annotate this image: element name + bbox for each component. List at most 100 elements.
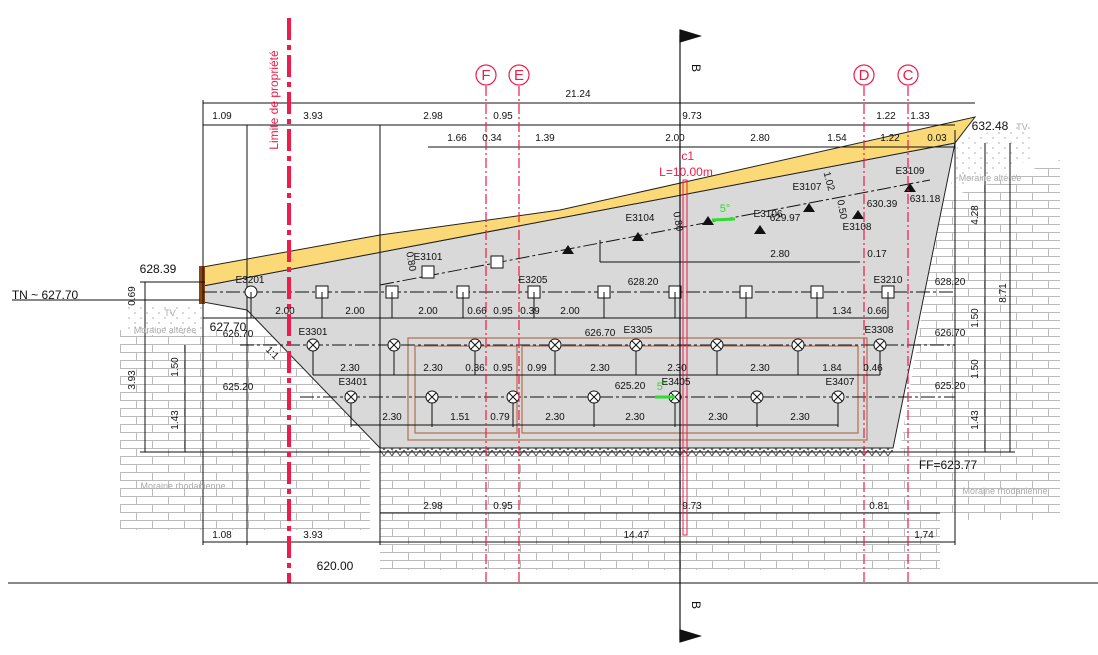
dimension-label: 1.08 [212, 530, 232, 541]
dimension-label: 0.95 [493, 501, 513, 512]
dimension-label: 0.69 [127, 286, 138, 306]
anchor-label: E3301 [299, 327, 328, 338]
anchor-square-icon[interactable] [421, 265, 435, 279]
raft-outlines [407, 337, 868, 441]
elevation-label: FF=623.77 [919, 458, 978, 472]
soil-label: TV [164, 308, 176, 318]
elevation-label: 629.97 [770, 213, 801, 224]
anchor-label: E3401 [339, 377, 368, 388]
elevation-label: 625.20 [615, 381, 646, 392]
elevation-label: 628.20 [935, 277, 966, 288]
dimension-label: 2.98 [423, 501, 443, 512]
dimension-label: 1.02 [821, 171, 837, 193]
dimension-label: 21.24 [565, 89, 590, 100]
property-limit-label: Limite de propriété [267, 50, 281, 150]
soil-label: Moraine altérée [134, 325, 197, 335]
soil-label: Moraine rhodanienne [962, 486, 1047, 496]
dimension-label: 0.79 [490, 412, 510, 423]
anchor-triangle-icon[interactable] [803, 203, 815, 212]
anchor-angle-arrows [655, 217, 736, 399]
dimension-label: 9.73 [682, 501, 702, 512]
dimension-label: 0.39 [520, 306, 540, 317]
dimension-label: 1.54 [827, 133, 847, 144]
elevation-label: 625.20 [935, 381, 966, 392]
dimension-label: 3.93 [127, 370, 138, 390]
dimension-label: 2.30 [590, 363, 610, 374]
anchor-triangle-icon[interactable] [632, 232, 644, 241]
axis-label-D: D [859, 67, 870, 84]
dimension-label: 0.36 [465, 363, 485, 374]
anchor-triangle-icon[interactable] [754, 225, 766, 234]
inclinometer-length: L=10.00m [659, 165, 713, 179]
dimension-label: 2.30 [750, 363, 770, 374]
grid-axes [475, 64, 919, 583]
section-label-bottom: B [689, 601, 703, 609]
elevation-label: 620.00 [317, 559, 354, 573]
dimension-label: 2.30 [667, 363, 687, 374]
anchor-label: E3108 [843, 222, 872, 233]
anchor-square-icon[interactable] [490, 255, 504, 269]
dimension-label: 1.74 [914, 530, 934, 541]
anchor-triangle-icon[interactable] [904, 183, 916, 192]
dimension-label: 14.47 [623, 530, 648, 541]
dimension-label: 1.43 [170, 410, 181, 430]
soil-label: Moraine rhodanienne [140, 481, 225, 491]
dimension-label: 0.03 [927, 133, 947, 144]
dimension-label: 1.39 [535, 133, 555, 144]
anchor-label: E3106 [754, 209, 783, 220]
elevation-label: 632.48 [972, 119, 1009, 133]
dimension-label: 2.00 [560, 306, 580, 317]
dimension-label: 1.84 [822, 363, 842, 374]
dimension-label: 1.09 [212, 111, 232, 122]
anchor-triangle-icon[interactable] [702, 216, 714, 225]
dimension-label: 0.95 [493, 306, 513, 317]
dimension-label: 2.30 [625, 412, 645, 423]
dimension-label: 2.30 [340, 363, 360, 374]
dimension-label: 0.17 [867, 249, 887, 260]
anchor-label: E3210 [874, 275, 903, 286]
dimension-label: 8.71 [998, 283, 1009, 303]
dimension-label: 1.22 [876, 111, 896, 122]
dimension-label: 1.66 [447, 133, 467, 144]
dimension-label: 0.95 [493, 111, 513, 122]
dimension-label: 1.50 [170, 357, 181, 377]
elevation-label: TN ~ 627.70 [12, 288, 79, 302]
anchor-label: E3205 [519, 275, 548, 286]
dimension-label: 2.00 [275, 306, 295, 317]
dimension-label: 9.73 [682, 111, 702, 122]
elevation-label: 628.20 [628, 277, 659, 288]
anchor-label: E3305 [624, 325, 653, 336]
anchor-angle: 5° [657, 381, 668, 393]
elevation-label: 631.18 [910, 194, 941, 205]
dimension-label: 2.30 [423, 363, 443, 374]
dimension-label: 1.22 [880, 133, 900, 144]
dimension-label: 2.30 [545, 412, 565, 423]
section-label-top: B [689, 64, 703, 72]
dimension-label: 0.81 [869, 501, 889, 512]
anchor-triangle-icon[interactable] [852, 210, 864, 219]
anchor-triangle-icon[interactable] [562, 245, 574, 254]
elevation-label: 630.39 [867, 199, 898, 210]
elevation-label: 626.70 [223, 329, 254, 340]
anchor-label: E3104 [626, 213, 655, 224]
axis-label-C: C [903, 67, 914, 84]
dimension-label: 2.80 [770, 249, 790, 260]
anchor-label: E3101 [414, 252, 443, 263]
dimension-label: 3.93 [303, 111, 323, 122]
dimension-label: 0.66 [867, 306, 887, 317]
dimension-lines [12, 100, 1015, 545]
dimension-label: 1.50 [970, 308, 981, 328]
dimension-label: 1.43 [970, 410, 981, 430]
section-line-b [679, 29, 703, 643]
dimension-label: 1.50 [970, 359, 981, 379]
anchor-label: E3405 [662, 377, 691, 388]
anchor-label: E3201 [236, 275, 265, 286]
dimension-label: 2.30 [790, 412, 810, 423]
inclinometer-name: Ic1 [678, 149, 694, 163]
soil-label: TV [1016, 122, 1028, 132]
dimension-label: 2.00 [418, 306, 438, 317]
dimension-label: 0.99 [527, 363, 547, 374]
axis-label-F: F [481, 67, 490, 84]
dimension-label: 2.00 [665, 133, 685, 144]
